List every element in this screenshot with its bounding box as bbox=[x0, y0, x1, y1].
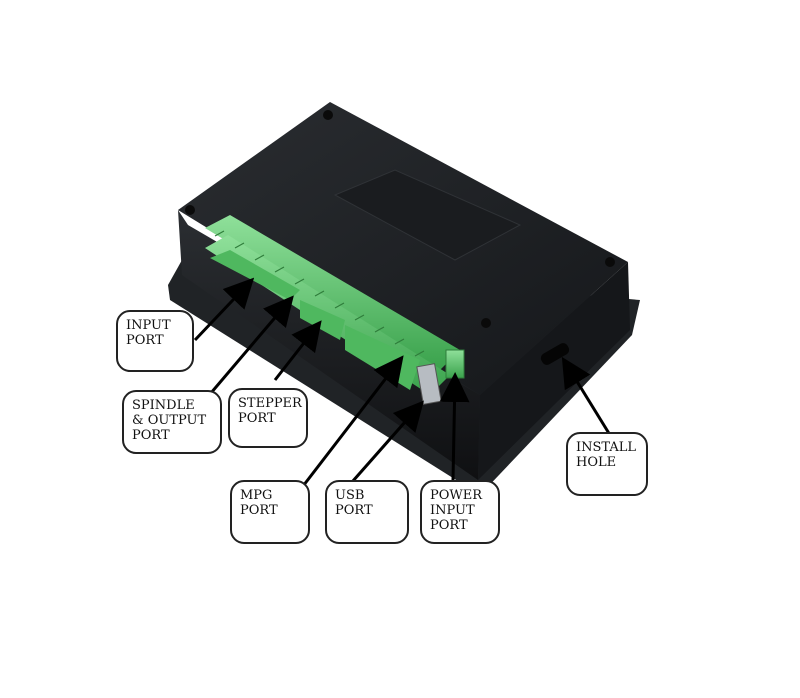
screw-hole bbox=[481, 318, 491, 328]
screw-hole bbox=[323, 110, 333, 120]
usb-connector bbox=[416, 363, 442, 405]
screw-hole bbox=[605, 257, 615, 267]
label-usb-port: USB PORT bbox=[325, 480, 409, 544]
install-hole-slot bbox=[540, 343, 570, 365]
power-connector bbox=[445, 349, 465, 379]
callout-arrows bbox=[193, 277, 612, 491]
label-input-port: INPUT PORT bbox=[116, 310, 194, 372]
label-stepper-port: STEPPER PORT bbox=[228, 388, 308, 448]
housing-top bbox=[178, 102, 628, 395]
screw-hole bbox=[185, 205, 195, 215]
label-power-input-port: POWER INPUT PORT bbox=[420, 480, 500, 544]
label-install-hole: INSTALL HOLE bbox=[566, 432, 648, 496]
label-mpg-port: MPG PORT bbox=[230, 480, 310, 544]
terminal-blocks bbox=[205, 215, 460, 395]
label-spindle-output-port: SPINDLE & OUTPUT PORT bbox=[122, 390, 222, 454]
